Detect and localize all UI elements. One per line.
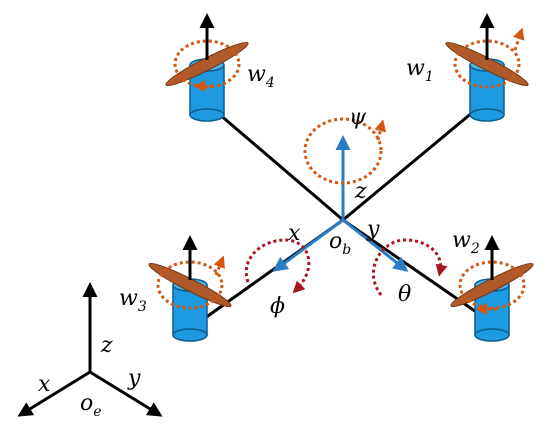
arm-w4 <box>204 100 344 222</box>
rotation-indicator-w1 <box>453 39 521 89</box>
rotor-label-w1: w1 <box>406 56 434 85</box>
rotation-indicator-w3 <box>156 260 224 310</box>
earth-x-label: x <box>38 372 51 397</box>
yaw-rotation-indicator <box>303 117 383 185</box>
earth-y-label: y <box>127 366 141 391</box>
rotor-w4 <box>165 13 249 122</box>
body-x-axis <box>272 218 344 272</box>
yaw-label: ψ <box>349 105 367 130</box>
rotation-indicator-w2 <box>458 260 526 310</box>
earth-y-axis <box>89 370 163 417</box>
rotor-w1 <box>445 13 529 122</box>
rotation-indicator-w4 <box>173 39 241 89</box>
rotor-label-w3: w3 <box>119 286 147 315</box>
pitch-rotation-indicator <box>371 238 448 296</box>
body-x-label: x <box>288 221 301 246</box>
body-frame: z x y ψ ϕ θ ob <box>244 105 448 319</box>
propeller-w3 <box>148 262 232 308</box>
earth-origin-label: oe <box>80 391 102 420</box>
arm-w1 <box>342 100 486 222</box>
roll-label: ϕ <box>270 294 285 319</box>
propeller-w2 <box>450 262 534 308</box>
earth-x-axis <box>17 370 91 417</box>
rotor-label-w2: w2 <box>452 228 480 257</box>
body-y-label: y <box>366 217 380 242</box>
pitch-label: θ <box>398 282 411 307</box>
body-z-label: z <box>354 179 367 204</box>
body-y-axis <box>342 218 409 272</box>
propeller-w1 <box>445 41 529 87</box>
earth-z-label: z <box>100 333 113 358</box>
propeller-w4 <box>165 41 249 87</box>
roll-rotation-indicator <box>244 238 311 294</box>
rotor-w2 <box>450 235 534 342</box>
body-origin-label: ob <box>329 229 351 258</box>
rotor-w3 <box>148 235 232 342</box>
earth-frame: z x y oe <box>17 282 163 420</box>
rotor-label-w4: w4 <box>247 62 275 91</box>
frame-arms <box>204 100 486 320</box>
